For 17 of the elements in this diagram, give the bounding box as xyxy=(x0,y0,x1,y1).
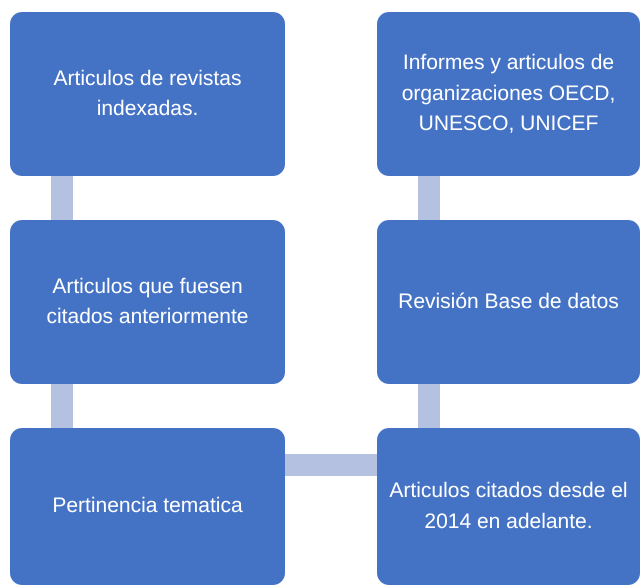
process-box xyxy=(10,428,285,585)
connector-bar xyxy=(285,454,377,476)
process-box xyxy=(377,12,640,176)
connector-bar xyxy=(51,176,73,220)
box-text: Articulos de revistas indexadas. xyxy=(52,66,242,122)
box-text: Pertinencia tematica xyxy=(52,493,243,520)
box-text: Informes y articulos de organizaciones OECD, UNESCO, UNICEF xyxy=(400,50,616,138)
box-text: Articulos citados desde el 2014 en adelante. xyxy=(389,478,628,534)
connector-bar xyxy=(418,384,440,428)
connector-bar xyxy=(418,176,440,220)
process-box xyxy=(10,220,285,384)
process-box xyxy=(377,428,640,585)
process-box xyxy=(10,12,285,176)
connector-bar xyxy=(51,384,73,428)
process-box xyxy=(377,220,640,384)
box-text: Revisión Base de datos xyxy=(398,288,619,315)
box-text: Articulos que fuesen citados anteriormente xyxy=(46,274,250,330)
